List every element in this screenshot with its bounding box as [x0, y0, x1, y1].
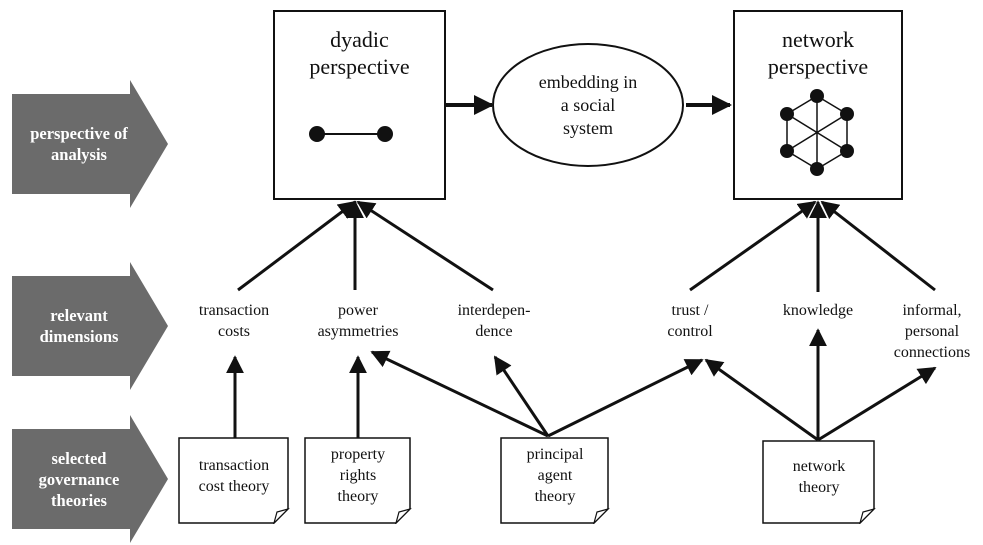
theory-network: network theory — [762, 440, 876, 524]
document-icon — [178, 437, 290, 524]
theory-network-label: network theory — [792, 458, 846, 496]
row-label-analysis-text: perspective of analysis — [30, 124, 128, 164]
arrow-nt-to-informal — [817, 366, 937, 442]
arrow-pat-to-power — [370, 350, 549, 438]
arrow-pat-to-trust — [547, 358, 704, 438]
row-label-theories: selected governance theories — [12, 415, 172, 543]
row-label-theories-text: selected governance theories — [38, 448, 120, 510]
dimension-informal-connections: informal, personal connections — [893, 302, 971, 361]
network-perspective-box: network perspective — [733, 10, 903, 200]
row-label-dimensions: relevant dimensions — [12, 262, 172, 390]
arrow-transaction-costs-to-dyadic — [237, 200, 357, 292]
dyad-icon — [309, 126, 393, 142]
arrow-nt-to-trust — [704, 358, 819, 442]
theory-property-rights: property rights theory — [304, 437, 412, 524]
theory-transaction-cost: transaction cost theory — [178, 437, 290, 524]
document-icon — [762, 440, 876, 524]
arrow-trust-to-network — [689, 200, 817, 292]
arrow-interdependence-to-dyadic — [356, 200, 494, 292]
row-label-analysis: perspective of analysis — [12, 80, 172, 208]
theory-principal-agent-label: principal agent theory — [526, 446, 584, 505]
dimension-interdependence: interdepen- dence — [457, 302, 531, 340]
dyadic-perspective-box: dyadic perspective — [273, 10, 446, 200]
theory-transaction-cost-label: transaction cost theory — [198, 456, 270, 495]
dimension-knowledge: knowledge — [782, 302, 854, 319]
network-perspective-title: network perspective — [767, 27, 869, 79]
network-icon — [780, 89, 854, 176]
theory-principal-agent: principal agent theory — [500, 437, 610, 524]
arrow-pat-to-interdependence — [493, 355, 550, 437]
document-icon — [500, 437, 610, 524]
theory-property-rights-label: property rights theory — [330, 446, 386, 505]
dimension-trust-control: trust / control — [667, 302, 713, 340]
dimension-power-asymmetries: power asymmetries — [317, 302, 399, 340]
dimension-transaction-costs: transaction costs — [198, 302, 270, 340]
document-icon — [304, 437, 412, 524]
dyadic-perspective-title: dyadic perspective — [309, 27, 410, 79]
arrow-informal-to-network — [820, 200, 936, 292]
embedding-text: embedding in a social system — [538, 71, 638, 138]
embedding-ellipse — [492, 43, 684, 167]
row-label-dimensions-text: relevant dimensions — [39, 306, 119, 346]
